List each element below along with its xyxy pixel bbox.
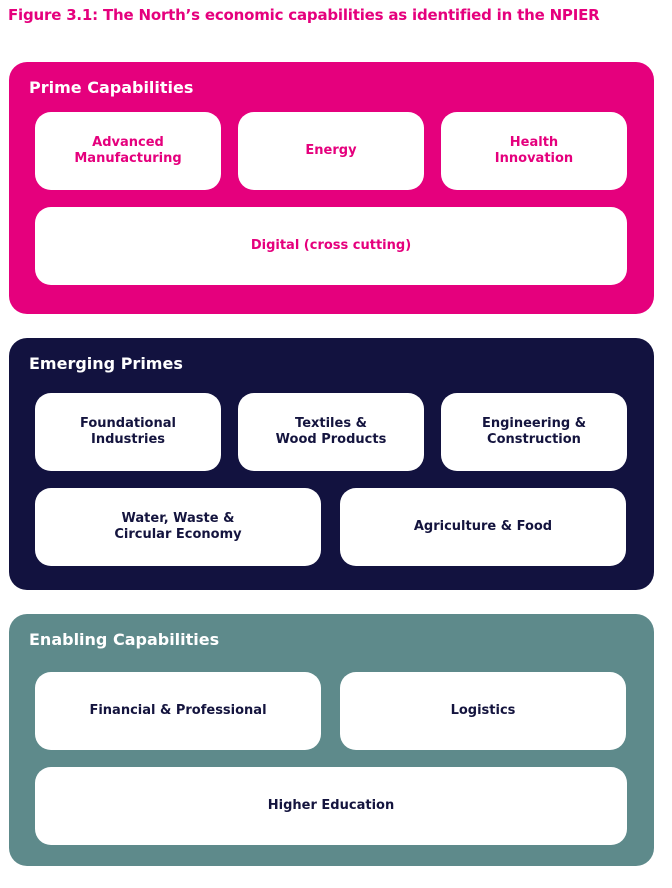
capability-agriculture-food: Agriculture & Food — [340, 488, 626, 566]
capability-engineering-construction: Engineering & Construction — [441, 393, 627, 471]
capability-digital: Digital (cross cutting) — [35, 207, 627, 285]
figure-title: Figure 3.1: The North’s economic capabil… — [8, 6, 600, 24]
capability-health-innovation: Health Innovation — [441, 112, 627, 190]
capability-advanced-manufacturing: Advanced Manufacturing — [35, 112, 221, 190]
emerging-primes-title: Emerging Primes — [29, 354, 183, 373]
enabling-capabilities-panel: Enabling Capabilities Financial & Profes… — [9, 614, 654, 866]
enabling-capabilities-title: Enabling Capabilities — [29, 630, 220, 649]
prime-capabilities-panel: Prime Capabilities Advanced Manufacturin… — [9, 62, 654, 314]
capability-higher-education: Higher Education — [35, 767, 627, 845]
capability-financial-professional: Financial & Professional — [35, 672, 321, 750]
capability-water-waste-circular-economy: Water, Waste & Circular Economy — [35, 488, 321, 566]
capability-energy: Energy — [238, 112, 424, 190]
prime-capabilities-title: Prime Capabilities — [29, 78, 194, 97]
capability-textiles-wood-products: Textiles & Wood Products — [238, 393, 424, 471]
capability-logistics: Logistics — [340, 672, 626, 750]
emerging-primes-panel: Emerging Primes Foundational Industries … — [9, 338, 654, 590]
capability-foundational-industries: Foundational Industries — [35, 393, 221, 471]
